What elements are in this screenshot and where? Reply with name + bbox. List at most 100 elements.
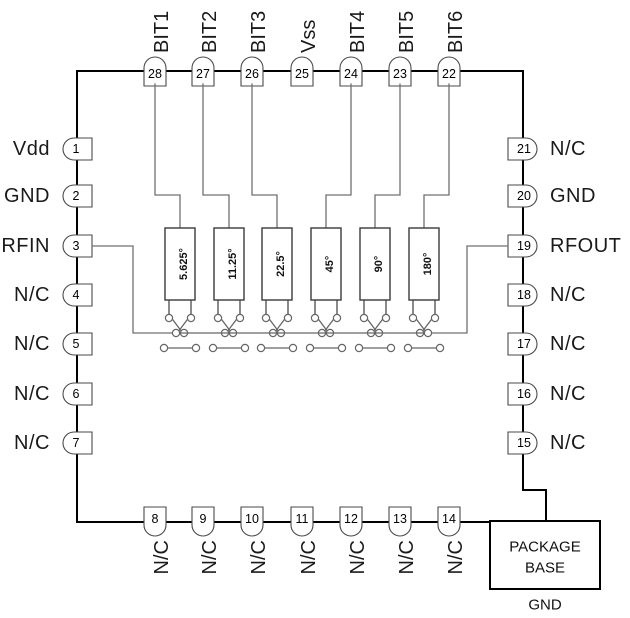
spdt-switch-pair-0[interactable]	[159, 299, 201, 353]
phase-shifter-label-2: 22.5°	[275, 251, 287, 277]
control-wire-BIT2	[202, 83, 230, 229]
phase-shifter-4[interactable]: 90°	[359, 227, 391, 301]
pin-7[interactable]: 7N/C	[14, 431, 93, 455]
switch-throw-node-right-1	[235, 313, 245, 323]
bypass-node-left-1	[208, 343, 218, 353]
bypass-node-right-4	[386, 343, 396, 353]
switch-throw-node-right-5	[430, 313, 440, 323]
phase-shifter-5[interactable]: 180°	[408, 227, 440, 301]
pin-label-25: Vss	[298, 20, 320, 53]
switch-throw-node-left-4	[359, 313, 369, 323]
switch-throw-node-right-3	[332, 313, 342, 323]
pin-10[interactable]: 10N/C	[240, 506, 270, 574]
pin-23[interactable]: 23 BIT5	[388, 11, 418, 87]
pin-14[interactable]: 14N/C	[437, 506, 467, 574]
pin-label-23: BIT5	[396, 11, 418, 53]
switch-throw-node-left-0	[164, 313, 174, 323]
pin-number-24: 24	[344, 67, 358, 81]
bypass-node-right-1	[240, 343, 250, 353]
pin-number-18: 18	[517, 288, 531, 302]
switch-arm-right-1	[226, 318, 238, 333]
pin-8[interactable]: 8N/C	[143, 506, 173, 574]
pin-number-7: 7	[73, 436, 80, 450]
phase-shifter-label-0: 5.625°	[178, 248, 190, 280]
pin-12[interactable]: 12N/C	[339, 506, 369, 574]
pin-label-6: N/C	[14, 383, 50, 405]
pin-21[interactable]: 21 N/C	[507, 137, 586, 161]
phase-shifter-group: 5.625° 11.25° 22.5° 45° 90° 180°	[164, 227, 440, 301]
pin-label-27: BIT2	[199, 11, 221, 53]
switch-throw-node-left-1	[213, 313, 223, 323]
pin-number-23: 23	[393, 67, 407, 81]
pin-label-2: GND	[4, 185, 50, 207]
pin-18[interactable]: 18 N/C	[507, 283, 586, 307]
pin-6[interactable]: 6 N/C	[14, 382, 93, 406]
pin-9[interactable]: 9N/C	[191, 506, 221, 574]
pin-number-5: 5	[73, 337, 80, 351]
bottom-pin-group: 8N/C 9N/C 10N/C 11N/C 12N/C 13N/C 14N/C	[143, 506, 467, 574]
pin-number-9: 9	[200, 512, 207, 526]
spdt-switch-pair-5[interactable]	[403, 299, 445, 353]
switch-arm-left-5	[415, 318, 427, 333]
switch-pole-node-right-0	[171, 328, 181, 338]
pin-number-27: 27	[196, 67, 210, 81]
switch-pole-node-left-5	[423, 328, 433, 338]
pin-11[interactable]: 11N/C	[290, 506, 320, 574]
phase-shifter-0[interactable]: 5.625°	[164, 227, 196, 301]
switch-throw-node-left-5	[408, 313, 418, 323]
package-base-box	[489, 520, 601, 590]
pin-label-26: BIT3	[248, 11, 270, 53]
pin-24[interactable]: 24 BIT4	[339, 11, 369, 87]
pin-5[interactable]: 5 N/C	[14, 332, 93, 356]
pin-label-18: N/C	[550, 284, 586, 306]
pin-label-9: N/C	[199, 540, 221, 574]
pin-number-21: 21	[517, 142, 531, 156]
bypass-node-right-5	[435, 343, 445, 353]
phase-shifter-label-4: 90°	[373, 256, 385, 273]
pin-number-1: 1	[73, 142, 80, 156]
pin-number-16: 16	[517, 387, 531, 401]
switch-arm-left-1	[220, 318, 232, 333]
pin-label-20: GND	[550, 185, 596, 207]
pin-label-5: N/C	[14, 333, 50, 355]
phase-shifter-2[interactable]: 22.5°	[261, 227, 293, 301]
pin-label-24: BIT4	[347, 11, 369, 53]
control-wire-BIT4	[325, 83, 352, 229]
pin-number-3: 3	[73, 239, 80, 253]
phase-shifter-1[interactable]: 11.25°	[213, 227, 245, 301]
spdt-switch-pair-2[interactable]	[256, 299, 298, 353]
spdt-switch-pair-4[interactable]	[354, 299, 396, 353]
chip-body-outline	[76, 70, 547, 523]
switch-arm-left-4	[366, 318, 378, 333]
rfout-trace	[422, 245, 509, 334]
spdt-switch-pair-3[interactable]	[305, 299, 347, 353]
pin-13[interactable]: 13N/C	[388, 506, 418, 574]
pin-label-8: N/C	[151, 540, 173, 574]
pin-27[interactable]: 27 BIT2	[191, 11, 221, 87]
pin-label-21: N/C	[550, 138, 586, 160]
bypass-node-left-5	[403, 343, 413, 353]
spdt-switch-pair-1[interactable]	[208, 299, 250, 353]
pin-number-17: 17	[517, 337, 531, 351]
control-wire-BIT6	[423, 83, 450, 229]
pin-4[interactable]: 4N/C	[14, 283, 93, 307]
package-base-gnd-label: GND	[528, 597, 562, 614]
pin-number-6: 6	[73, 387, 80, 401]
pin-number-28: 28	[148, 67, 162, 81]
pin-label-19: RFOUT	[550, 235, 621, 257]
pin-label-4: N/C	[14, 284, 50, 306]
phase-shifter-3[interactable]: 45°	[310, 227, 342, 301]
